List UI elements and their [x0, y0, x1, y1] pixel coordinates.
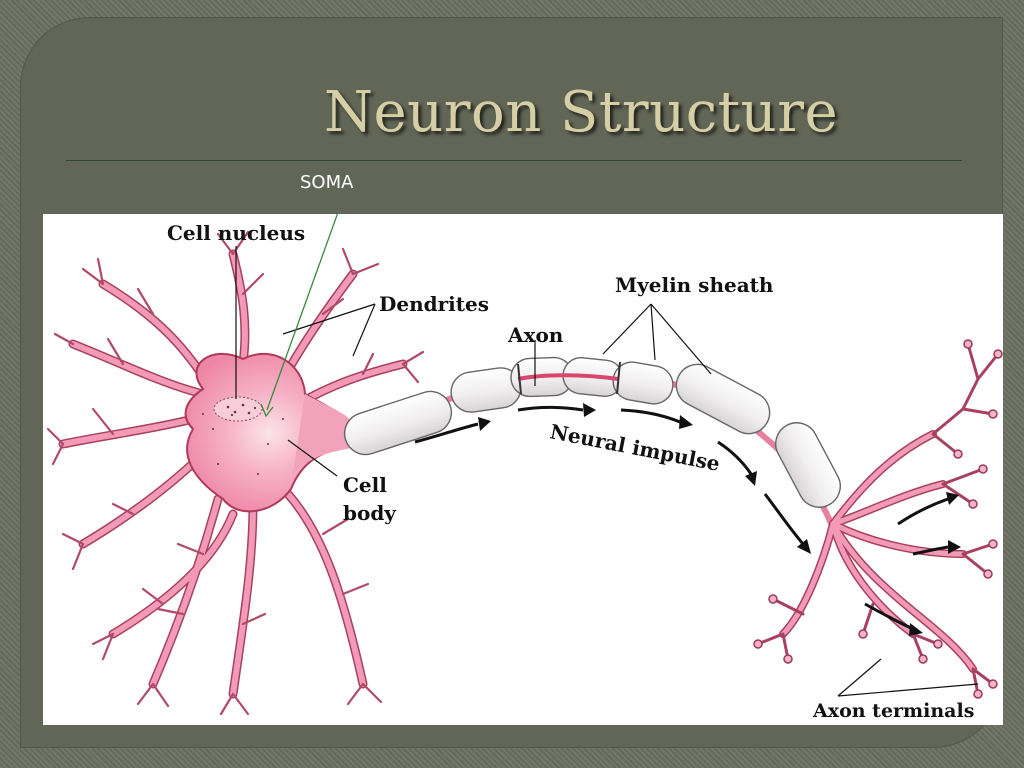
label-axon-terminals: Axon terminals	[812, 700, 974, 722]
soma-label: SOMA	[300, 172, 354, 193]
slide-title: Neuron Structure	[324, 80, 839, 145]
neural-impulse-arrow-icon	[414, 405, 949, 631]
cell-nucleus	[213, 396, 263, 422]
cell-body	[184, 352, 355, 513]
axon-terminals	[753, 339, 1003, 699]
label-cell: Cell	[343, 473, 387, 497]
label-myelin-sheath: Myelin sheath	[615, 273, 774, 297]
neuron-illustration: Cell nucleus Dendrites Axon Myelin sheat…	[46, 214, 1003, 722]
soma-pointer-arrow-icon	[260, 214, 339, 418]
leader-lines	[235, 246, 979, 697]
label-axon: Axon	[507, 323, 564, 347]
label-dendrites: Dendrites	[379, 292, 489, 316]
label-body: body	[343, 501, 397, 525]
label-neural-impulse: Neural impulse	[548, 419, 722, 475]
dendrites	[46, 230, 425, 716]
neuron-diagram: Cell nucleus Dendrites Axon Myelin sheat…	[43, 214, 1003, 725]
label-cell-nucleus: Cell nucleus	[167, 221, 305, 245]
title-divider	[66, 160, 962, 161]
impulse-arrowheads	[478, 403, 961, 636]
